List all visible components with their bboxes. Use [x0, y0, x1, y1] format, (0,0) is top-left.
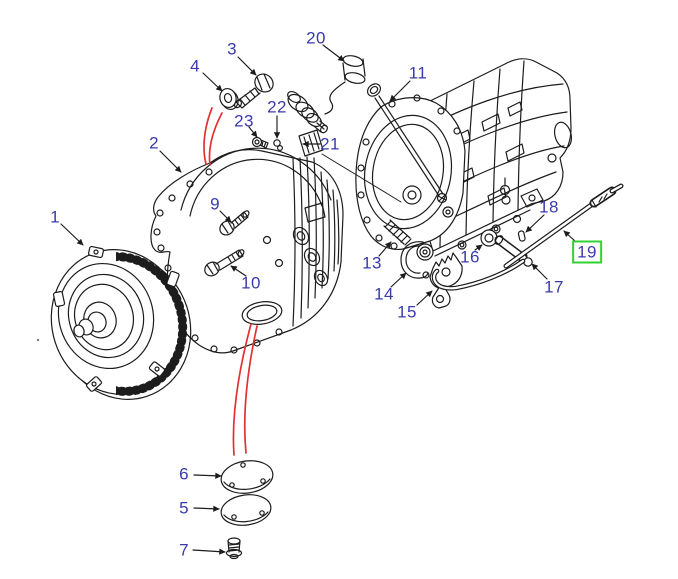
part-label-13[interactable]: 13	[362, 253, 382, 273]
stray-dot	[36, 338, 40, 342]
part-screw-7	[225, 537, 243, 560]
part-label-20[interactable]: 20	[306, 28, 326, 48]
part-label-17[interactable]: 17	[544, 277, 564, 297]
part-fastener-22	[273, 139, 284, 152]
part-bolt-23	[251, 136, 269, 149]
part-label-11[interactable]: 11	[408, 63, 428, 83]
part-label-1[interactable]: 1	[50, 207, 60, 227]
part-label-23[interactable]: 23	[234, 111, 254, 131]
part-sector-15	[429, 252, 463, 309]
part-cover-plate-5	[220, 494, 272, 526]
part-cover-plate-6	[220, 460, 274, 494]
red-reference-lines	[203, 107, 258, 456]
part-connector-20	[287, 55, 366, 134]
part-label-9[interactable]: 9	[210, 194, 220, 214]
part-gearbox-case	[355, 58, 573, 257]
part-bolt-10	[204, 249, 245, 277]
part-label-7[interactable]: 7	[179, 540, 189, 560]
part-label-19-selected[interactable]: 19	[572, 240, 602, 264]
part-pin-18	[517, 230, 526, 242]
part-label-21[interactable]: 21	[320, 134, 340, 154]
part-label-10[interactable]: 10	[241, 273, 261, 293]
part-label-4[interactable]: 4	[190, 56, 200, 76]
part-torque-converter	[50, 245, 192, 400]
part-label-15[interactable]: 15	[397, 302, 417, 322]
part-label-2[interactable]: 2	[149, 133, 159, 153]
part-selector-rod-19	[503, 183, 624, 269]
part-label-14[interactable]: 14	[374, 284, 394, 304]
part-washer-4	[219, 87, 239, 111]
leader-lines	[60, 44, 577, 555]
part-label-6[interactable]: 6	[179, 464, 189, 484]
part-spring-13	[383, 219, 412, 246]
part-label-5[interactable]: 5	[179, 498, 189, 518]
part-converter-housing	[150, 147, 344, 354]
part-filler-tube-11	[366, 83, 448, 204]
part-label-22[interactable]: 22	[267, 97, 287, 117]
part-label-16[interactable]: 16	[460, 247, 480, 267]
part-grommet-16	[480, 229, 498, 247]
part-label-3[interactable]: 3	[227, 39, 237, 59]
part-label-18[interactable]: 18	[539, 197, 559, 217]
part-bolt-9	[219, 210, 250, 236]
